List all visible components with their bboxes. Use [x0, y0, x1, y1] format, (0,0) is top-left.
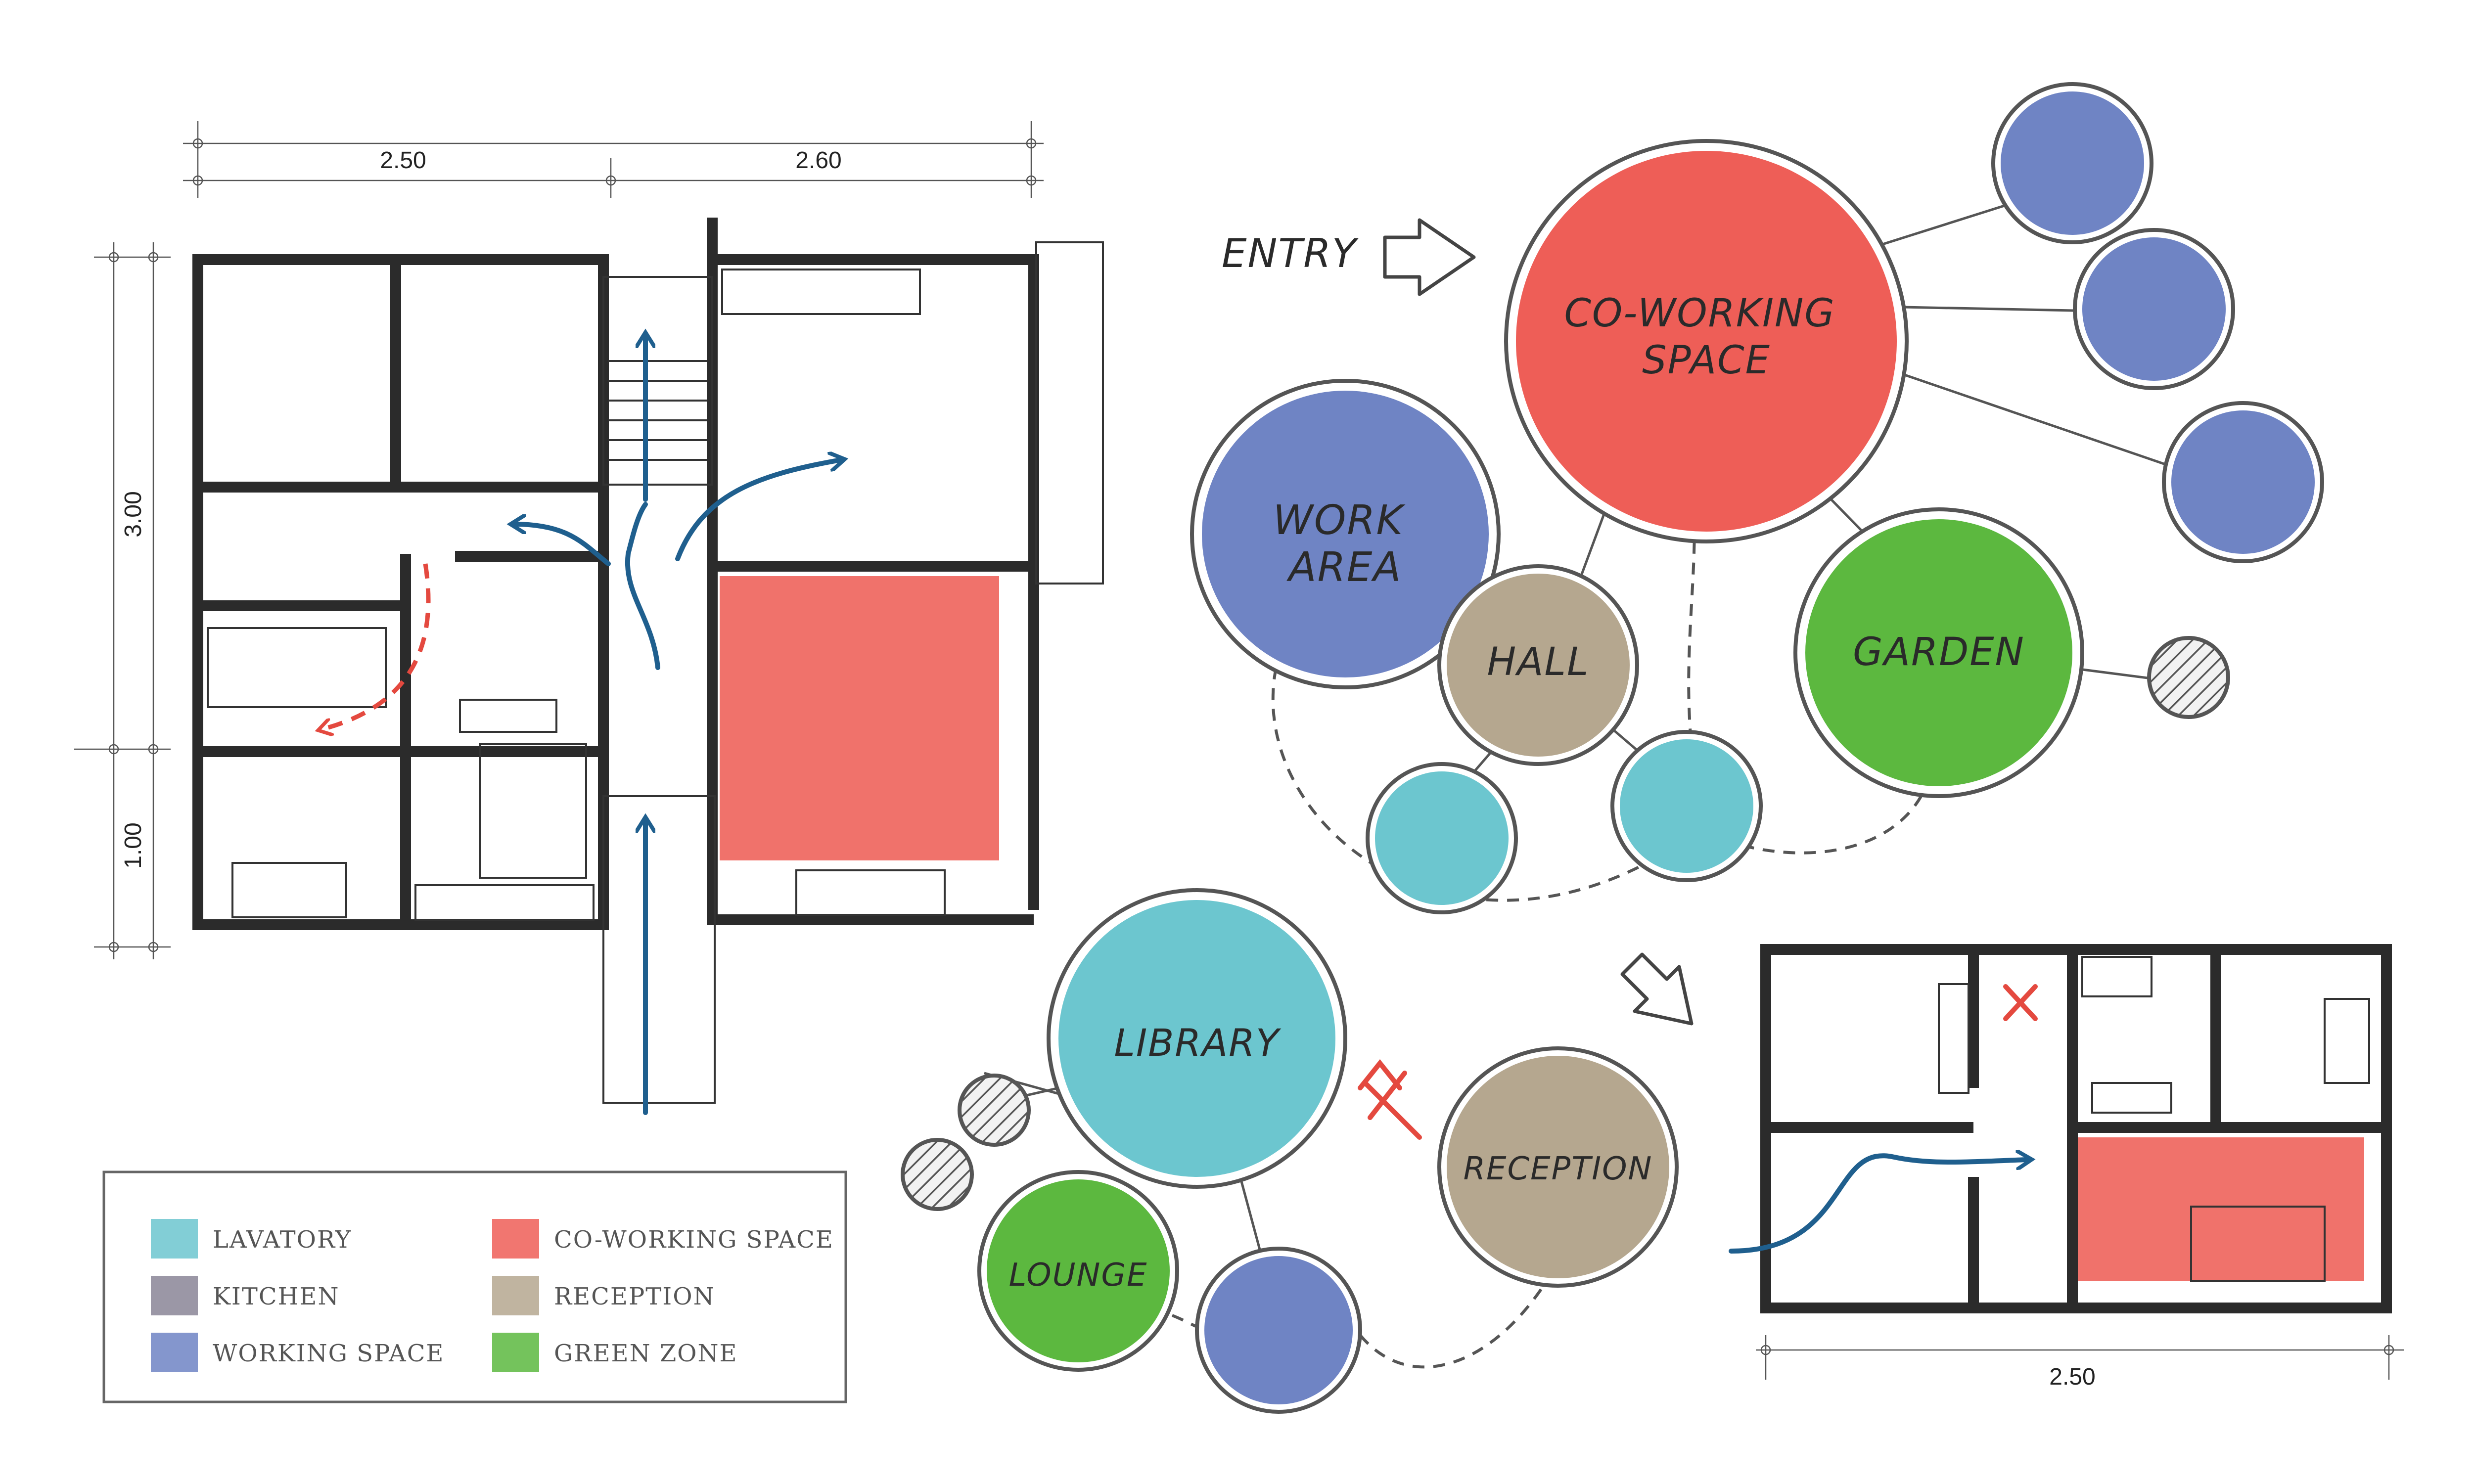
bubble-lavatory-2	[1610, 730, 1763, 882]
label-work-area-line-1: WORK	[1273, 497, 1406, 544]
side-dimension-lines	[74, 242, 171, 959]
legend-items: LAVATORY CO-WORKING SPACE KITCHEN RECEPTION…	[151, 1219, 834, 1372]
bubble-reception	[1437, 1046, 1679, 1288]
bubble-working-4	[1195, 1247, 1362, 1414]
small-plan-walls	[1760, 944, 2392, 1313]
bubble-library	[1047, 888, 1347, 1189]
legend-swatch	[151, 1333, 198, 1372]
legend-swatch	[151, 1219, 198, 1259]
down-arrow-icon	[1620, 952, 1694, 1026]
bubble-working-1	[1991, 82, 2153, 244]
bubble-lavatory-1	[1366, 762, 1518, 914]
bubble-hall	[1437, 564, 1639, 766]
main-floor-plan: 2.50 2.60 3.00 1.00	[74, 121, 1104, 1115]
bubble-work-area	[1190, 379, 1501, 689]
label-coworking-line-2: SPACE	[1642, 338, 1771, 383]
bubble-diagram: CO-WORKING SPACE WORK AREA HALL GARDEN L…	[901, 82, 2324, 1414]
small-floor-plan: 2.50	[1729, 944, 2404, 1390]
flow-arrows	[514, 336, 841, 1115]
top-dimension-lines	[183, 121, 1044, 198]
legend-label: LAVATORY	[213, 1226, 352, 1254]
legend-swatch	[492, 1276, 539, 1315]
bubble-lounge	[977, 1170, 1179, 1372]
label-coworking-line-1: CO-WORKING	[1564, 291, 1835, 336]
label-library: LIBRARY	[1114, 1021, 1282, 1065]
bubble-working-3	[2162, 401, 2324, 563]
bubble-coworking	[1504, 139, 1909, 543]
red-dashed-flow-arrow	[321, 563, 431, 729]
bubble-hatched-1	[958, 1074, 1031, 1147]
dim-small-plan-bottom: 2.50	[2049, 1364, 2095, 1390]
label-hall: HALL	[1487, 640, 1590, 684]
bubble-working-2	[2073, 228, 2235, 390]
entry-label: ENTRY	[1222, 230, 1359, 276]
label-reception: RECEPTION	[1464, 1151, 1653, 1187]
dim-top-left: 2.50	[380, 147, 426, 174]
dim-top-right: 2.60	[795, 147, 841, 174]
legend-swatch	[492, 1219, 539, 1259]
legend-swatch	[151, 1276, 198, 1315]
dim-side-lower: 1.00	[120, 822, 146, 868]
legend-label: CO-WORKING SPACE	[554, 1226, 834, 1254]
coworking-room-fill	[720, 576, 999, 860]
legend-swatch	[492, 1333, 539, 1372]
bubble-hatched-2	[901, 1138, 974, 1211]
small-plan-coworking-fill	[2077, 1137, 2364, 1281]
stairs	[608, 360, 707, 461]
legend-label: WORKING SPACE	[213, 1340, 444, 1367]
label-garden: GARDEN	[1853, 630, 2025, 675]
legend: LAVATORY CO-WORKING SPACE KITCHEN RECEPTION…	[102, 1170, 847, 1403]
legend-box	[102, 1170, 847, 1403]
red-cross-arrow-icon	[1358, 1059, 1422, 1140]
legend-label: GREEN ZONE	[554, 1340, 738, 1367]
small-plan-red-x-icon	[2003, 984, 2038, 1021]
plan-walls	[192, 218, 1104, 1104]
bubble-garden	[1793, 507, 2084, 798]
label-work-area: WORK AREA	[1273, 497, 1418, 591]
entry-arrow-icon	[1383, 218, 1476, 296]
dim-side-upper: 3.00	[120, 491, 146, 537]
bubble-hatched-garden	[2147, 636, 2230, 719]
label-work-area-line-2: AREA	[1286, 544, 1402, 591]
label-coworking: CO-WORKING SPACE	[1564, 291, 1848, 383]
small-plan-flow-arrow	[1729, 1156, 2028, 1254]
legend-label: RECEPTION	[554, 1283, 715, 1310]
small-plan-dimension-lines	[1756, 1335, 2404, 1380]
legend-label: KITCHEN	[213, 1283, 339, 1310]
label-lounge: LOUNGE	[1009, 1257, 1148, 1294]
